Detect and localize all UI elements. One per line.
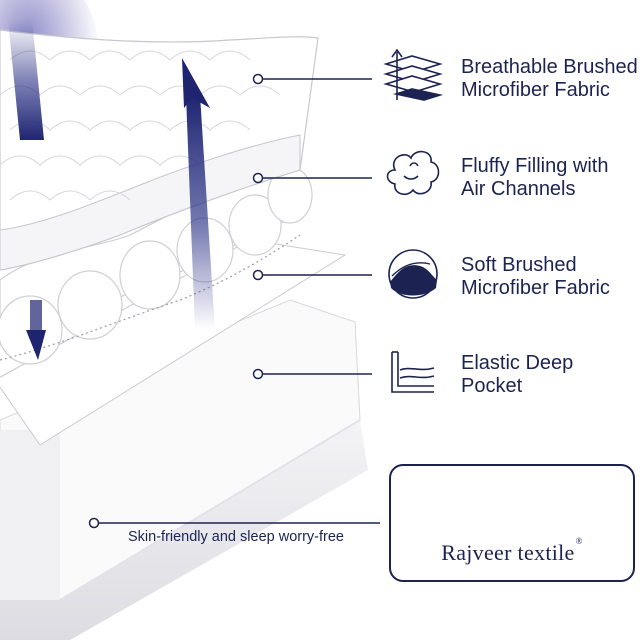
feature-line: Air Channels xyxy=(461,178,576,200)
upward-arrow-head xyxy=(182,58,210,108)
upward-arrow-body xyxy=(186,95,215,330)
quilted-top-layer xyxy=(0,29,319,271)
downward-arrow-shaft xyxy=(30,300,42,335)
downward-arrow-head xyxy=(26,330,46,360)
feature-line: Pocket xyxy=(461,375,523,397)
cotton-ball-icon xyxy=(386,150,440,196)
filling-layer xyxy=(0,164,313,365)
feature-line: Microfiber Fabric xyxy=(461,277,610,299)
feature-soft-brushed: Soft Brushed Microfiber Fabric xyxy=(461,254,610,300)
brand-name-text: Rajveer textile xyxy=(441,540,575,565)
feature-line: Breathable Brushed xyxy=(461,56,638,78)
feature-line: Fluffy Filling with xyxy=(461,155,609,177)
airflow-arrows xyxy=(8,20,215,360)
brand-box: Rajveer textile® xyxy=(389,464,635,582)
leader-dots xyxy=(88,73,264,529)
feature-line: Soft Brushed xyxy=(461,254,577,276)
feature-line: Microfiber Fabric xyxy=(461,79,610,101)
downward-arrow-top xyxy=(8,20,44,140)
registered-mark: ® xyxy=(575,536,583,546)
feature-breathable-fabric: Breathable Brushed Microfiber Fabric xyxy=(461,56,638,102)
leader-lines xyxy=(98,78,380,524)
feature-line: Elastic Deep xyxy=(461,352,574,374)
deep-pocket-icon xyxy=(391,351,435,393)
tagline: Skin-friendly and sleep worry-free xyxy=(128,529,344,545)
brand-name: Rajveer textile® xyxy=(391,536,633,566)
layers-breathable-icon xyxy=(383,48,444,101)
fabric-wave-icon xyxy=(388,249,438,299)
feature-fluffy-filling: Fluffy Filling with Air Channels xyxy=(461,155,608,201)
feature-elastic-pocket: Elastic Deep Pocket xyxy=(461,352,573,398)
